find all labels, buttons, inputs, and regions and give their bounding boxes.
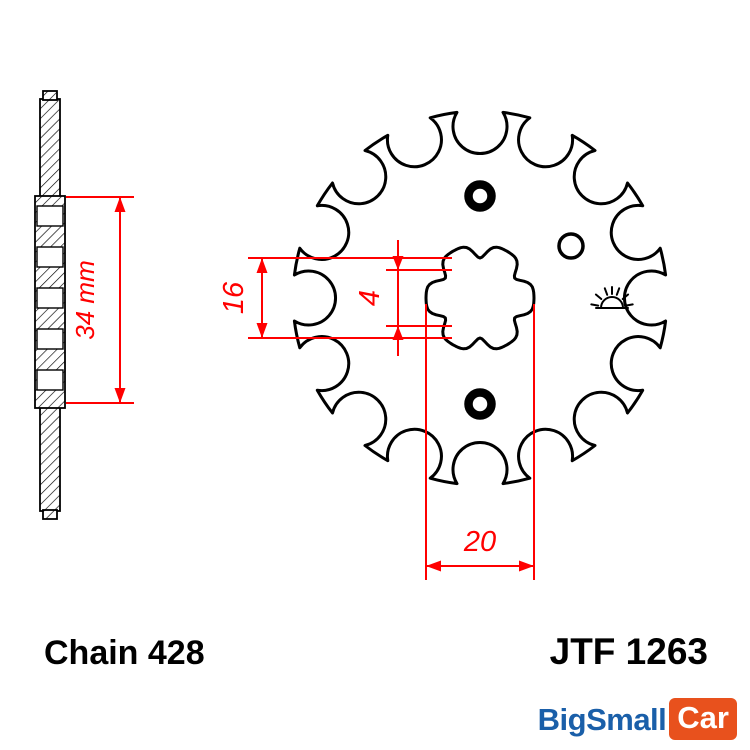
spline-groove	[36, 205, 64, 227]
chain-type-label: Chain 428	[44, 634, 205, 672]
sprocket-side-view	[34, 90, 66, 520]
dim-16: 16	[218, 257, 452, 339]
arrowhead-down	[256, 323, 268, 338]
shaft-end-cap-bottom	[42, 509, 58, 520]
arrowhead-up	[392, 326, 404, 340]
dim-4-label: 4	[354, 290, 386, 306]
spline-groove	[36, 246, 64, 268]
dim-20: 20	[425, 304, 535, 580]
dim-20-label: 20	[463, 526, 496, 558]
brand-name-bigsmall: BigSmall	[537, 701, 667, 737]
arrowhead-up	[114, 197, 126, 212]
arrowhead-down	[114, 388, 126, 403]
dim-34mm: 34 mm	[66, 196, 134, 404]
hole-small-right	[557, 232, 585, 260]
brand-name-car: Car	[669, 698, 737, 740]
part-number-label: JTF 1263	[549, 631, 708, 672]
jt-sun-arc	[600, 296, 624, 309]
spline-groove	[36, 287, 64, 309]
jt-ray	[624, 303, 634, 307]
spline-grooves	[36, 205, 64, 391]
arrowhead-left	[426, 560, 441, 572]
brand-logo: BigSmall Car	[538, 698, 737, 740]
jt-ray	[621, 293, 630, 300]
dim-34mm-label: 34 mm	[70, 260, 100, 339]
jt-ray	[615, 287, 621, 296]
hole-bottom	[464, 388, 496, 420]
jt-sunrise-logo-icon	[590, 286, 634, 309]
sprocket-front-view	[292, 110, 668, 486]
spline-groove	[36, 369, 64, 391]
jt-ray	[590, 303, 600, 307]
shaft-end-cap-top	[42, 90, 58, 101]
arrowhead-down	[392, 256, 404, 270]
hole-top	[464, 180, 496, 212]
dimension-annotations: 34 mm 16 4	[66, 196, 535, 580]
arrowhead-right	[519, 560, 534, 572]
jt-ray	[603, 287, 609, 296]
arrowhead-up	[256, 258, 268, 273]
spline-bore	[424, 245, 536, 351]
spline-groove	[36, 328, 64, 350]
dim-16-label: 16	[218, 281, 250, 314]
jt-ray	[594, 293, 603, 300]
dim-4: 4	[354, 240, 452, 356]
